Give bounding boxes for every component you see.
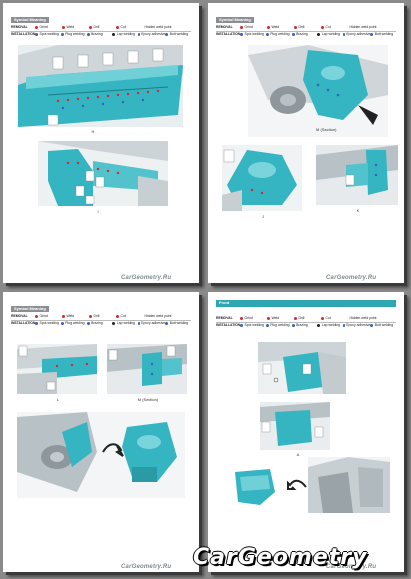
cut-icon <box>116 26 119 29</box>
brazing-icon <box>86 33 90 36</box>
symbol-legend: REMOVAL Grind Weld Drill Cut Hidden weld… <box>11 314 191 326</box>
caption-i: I <box>97 209 99 214</box>
weld-icon <box>62 26 65 29</box>
figure-a-detail <box>260 402 330 450</box>
caption-h: H <box>91 129 95 134</box>
manual-page-2: Symbol Meaning REMOVAL Grind Weld Drill … <box>208 3 404 283</box>
removal-label: REMOVAL <box>11 25 28 29</box>
epoxy-icon <box>138 33 140 36</box>
watermark-small: CarGeometry.Ru <box>326 275 377 281</box>
figure-i-pillar <box>38 141 168 206</box>
symbol-legend: REMOVAL Grind Weld Drill Cut Hidden weld… <box>11 25 191 37</box>
symbol-meaning-tag: Symbol Meaning <box>216 17 254 23</box>
figure-l-rail-end <box>17 344 97 394</box>
figure-j-strut-tower <box>248 45 388 137</box>
symbol-legend: REMOVAL Grind Weld Drill Cut Hidden weld… <box>216 25 396 37</box>
figure-body-side <box>308 457 390 513</box>
caption-j: J <box>262 214 264 219</box>
manual-page-3: Symbol Meaning REMOVAL Grind Weld Drill … <box>3 292 199 572</box>
figure-a-inner-pillar <box>258 342 346 394</box>
figure-strut-tower-replacement <box>17 412 185 498</box>
installation-label: INSTALLATION <box>11 32 36 36</box>
caption-k: K <box>356 208 360 213</box>
caption-m-section: M (Section) <box>316 127 337 132</box>
arrow-icon <box>286 477 308 491</box>
site-watermark: CarGeometry <box>193 545 368 570</box>
drill-icon <box>89 26 92 29</box>
lap-weld-icon <box>112 33 116 36</box>
figure-new-pillar-part <box>230 467 280 507</box>
symbol-legend: REMOVAL Grind Weld Drill Cut Hidden weld… <box>216 316 396 328</box>
grind-icon <box>35 26 38 29</box>
butt-weld-icon <box>165 33 169 36</box>
symbol-meaning-tag: Symbol Meaning <box>11 306 49 312</box>
figure-m-section <box>107 344 187 394</box>
manual-page-1: Symbol Meaning REMOVAL Grind Weld Drill … <box>3 3 199 283</box>
plug-weld-icon <box>60 33 64 36</box>
caption-a: A <box>296 452 300 457</box>
figure-h-rail <box>18 45 183 127</box>
watermark-small: CarGeometry.Ru <box>121 275 172 281</box>
caption-l: L <box>56 397 60 402</box>
figure-j-detail <box>222 145 302 211</box>
manual-page-4: Front REMOVAL Grind Weld Drill Cut Hidde… <box>208 292 404 572</box>
watermark-small: CarGeometry.Ru <box>326 564 377 570</box>
figure-k-bracket <box>316 145 398 205</box>
watermark-small: CarGeometry.Ru <box>121 564 172 570</box>
symbol-meaning-tag: Symbol Meaning <box>11 17 49 23</box>
section-header: Front <box>216 300 396 307</box>
spot-weld-icon <box>35 33 38 36</box>
caption-m-section: M (Section) <box>137 397 159 402</box>
